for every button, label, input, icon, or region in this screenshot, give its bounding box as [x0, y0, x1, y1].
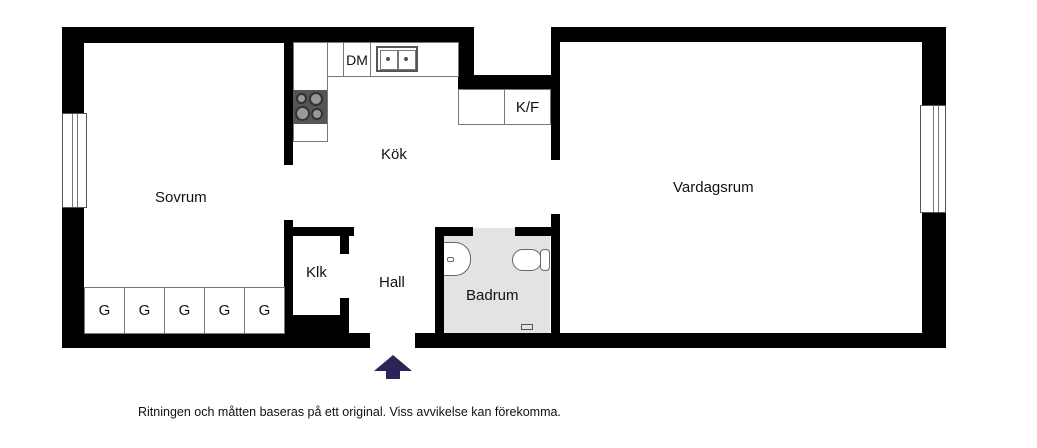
wall-top-right	[551, 27, 946, 42]
toilet-icon	[512, 249, 550, 271]
entrance-arrow-icon	[374, 355, 412, 379]
wall-bedroom-kitchen-upper	[284, 40, 293, 165]
dishwasher-label: DM	[346, 51, 368, 68]
wall-bath-top-left	[435, 227, 473, 236]
room-label-klk: Klk	[306, 264, 327, 281]
wall-left-lower	[62, 208, 84, 348]
wall-right-lower	[922, 213, 946, 348]
wall-kitchen-notch-vertical	[458, 27, 474, 89]
room-label-kok: Kök	[381, 146, 407, 163]
room-label-sovrum: Sovrum	[155, 189, 207, 206]
sink-icon	[376, 46, 418, 72]
wall-klk-bottom	[284, 315, 349, 348]
stove-icon	[293, 90, 327, 124]
wall-top-left	[62, 27, 474, 43]
wardrobe: G	[244, 287, 285, 334]
wall-left-upper	[62, 27, 84, 113]
wall-klk-right-upper	[340, 227, 349, 254]
wardrobe: G	[164, 287, 205, 334]
wall-right-upper	[922, 27, 946, 105]
floor-drain-icon	[521, 324, 533, 330]
fridge-freezer-label: K/F	[515, 98, 540, 116]
wall-klk-top	[284, 227, 354, 236]
window-bedroom	[62, 113, 87, 208]
room-label-badrum: Badrum	[466, 287, 519, 304]
wall-kitchen-notch-horizontal	[458, 75, 558, 90]
disclaimer-caption: Ritningen och måtten baseras på ett orig…	[138, 405, 561, 419]
wall-kitchen-living-upper	[551, 27, 560, 160]
wardrobe: G	[84, 287, 125, 334]
window-living-room	[920, 105, 946, 213]
room-label-vardagsrum: Vardagsrum	[673, 179, 754, 196]
fridge-freezer: K/F	[504, 89, 551, 125]
dishwasher: DM	[343, 42, 371, 77]
wall-bath-left	[435, 227, 444, 348]
wardrobe: G	[204, 287, 245, 334]
wall-kitchen-living-lower	[551, 214, 560, 348]
counter-right	[458, 89, 505, 125]
wall-bottom-right	[415, 333, 946, 348]
wardrobe: G	[124, 287, 165, 334]
washbasin-icon	[444, 242, 471, 276]
room-label-hall: Hall	[379, 274, 405, 291]
wall-bath-top-right	[515, 227, 560, 236]
wall-bedroom-klk	[284, 220, 293, 348]
